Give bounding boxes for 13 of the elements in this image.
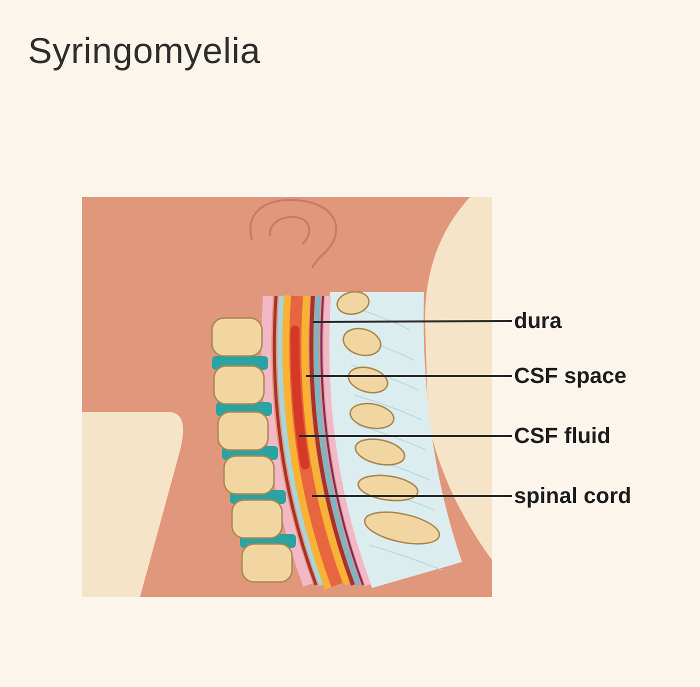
dura-band xyxy=(309,296,355,586)
leader-line xyxy=(312,495,512,497)
part-label: CSF space xyxy=(514,363,626,389)
diagram-title: Syringomyelia xyxy=(28,30,261,72)
csf-space-band xyxy=(303,296,349,586)
leader-line xyxy=(313,320,512,323)
spinal-cord-band xyxy=(289,296,343,587)
leader-line xyxy=(299,435,512,437)
part-label: CSF fluid xyxy=(514,423,611,449)
part-label: dura xyxy=(514,308,562,334)
leader-line xyxy=(306,375,512,377)
part-label: spinal cord xyxy=(514,483,632,509)
syrinx-cavity xyxy=(290,326,310,470)
